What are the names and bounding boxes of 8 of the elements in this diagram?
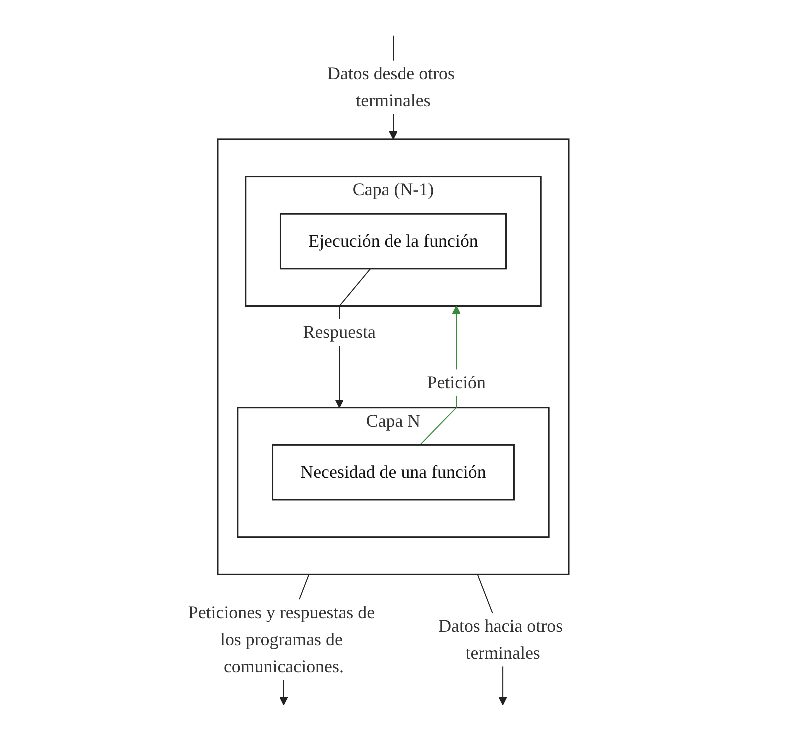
edge-label: Datos desde otros terminales	[328, 64, 455, 111]
node-box: Ejecución de la función	[280, 213, 507, 270]
edge-label: Respuesta	[303, 322, 376, 342]
edge-label: Datos hacia otros terminales	[438, 616, 564, 663]
cluster	[217, 138, 570, 576]
node-box: Necesidad de una función	[272, 444, 515, 501]
edge-label: Peticiones y respuestas de los programas de comunicaciones.	[188, 602, 376, 676]
edge-label: Petición	[427, 372, 486, 393]
